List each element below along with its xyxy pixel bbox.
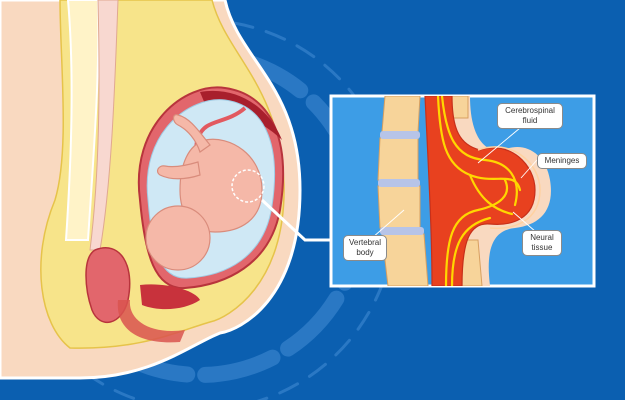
fetus [145,106,265,271]
leader-lines [371,127,538,239]
vertebral-bodies [377,96,429,286]
fetal-leg [172,114,211,153]
fetal-arm [156,161,201,180]
intervertebral-discs [378,131,424,235]
label-neural-tissue: Neural tissue [522,230,562,256]
label-cerebrospinal-fluid: Cerebrospinal fluid [497,103,563,129]
label-vertebral-body: Vertebral body [343,235,387,261]
fetal-head [145,205,211,271]
label-meninges: Meninges [537,153,587,169]
rectum [117,300,185,343]
pelvic-organs [85,247,200,343]
meninges-membrane [477,146,541,230]
zoom-connector [260,198,332,242]
spine-column [64,0,100,241]
cervix [140,284,200,310]
neural-tissue-lines [436,96,522,286]
lesion-highlight [231,169,265,203]
